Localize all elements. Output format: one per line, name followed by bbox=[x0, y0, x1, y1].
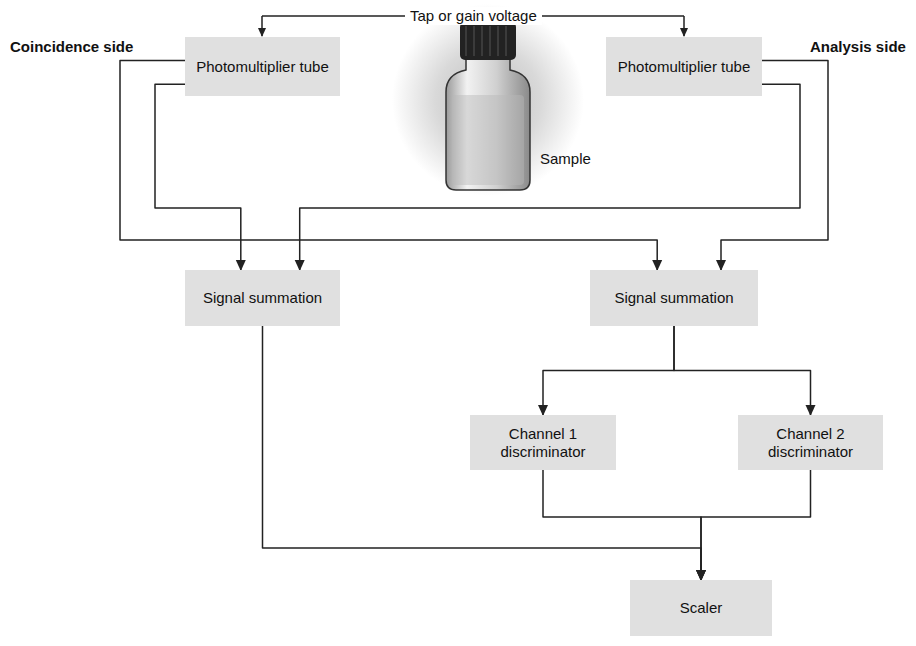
process-box: Signal summation bbox=[185, 270, 340, 326]
box-text: Scaler bbox=[680, 599, 723, 617]
process-box: Channel 2 discriminator bbox=[738, 415, 883, 470]
signal-connector bbox=[674, 326, 811, 415]
signal-connector bbox=[155, 84, 241, 270]
side-heading: Analysis side bbox=[810, 38, 906, 56]
signal-connector bbox=[300, 84, 800, 270]
process-box: Channel 1 discriminator bbox=[470, 415, 616, 470]
side-heading: Coincidence side bbox=[10, 38, 133, 56]
box-text: Channel 1 discriminator bbox=[478, 425, 608, 461]
box-text: Photomultiplier tube bbox=[196, 58, 329, 76]
signal-connector bbox=[263, 326, 702, 580]
box-text: Signal summation bbox=[614, 289, 733, 307]
signal-connector bbox=[701, 470, 811, 580]
box-text: Channel 2 discriminator bbox=[746, 425, 875, 461]
process-box: Photomultiplier tube bbox=[185, 37, 340, 96]
signal-connector bbox=[543, 326, 674, 415]
voltage-label: Tap or gain voltage bbox=[405, 7, 542, 25]
process-box: Signal summation bbox=[590, 270, 758, 326]
process-box: Photomultiplier tube bbox=[606, 37, 762, 96]
box-text: Photomultiplier tube bbox=[618, 58, 751, 76]
sample-label: Sample bbox=[540, 150, 591, 168]
sample-vial bbox=[392, 4, 584, 196]
box-text: Signal summation bbox=[203, 289, 322, 307]
process-box: Scaler bbox=[630, 580, 772, 636]
signal-connector bbox=[543, 470, 701, 580]
